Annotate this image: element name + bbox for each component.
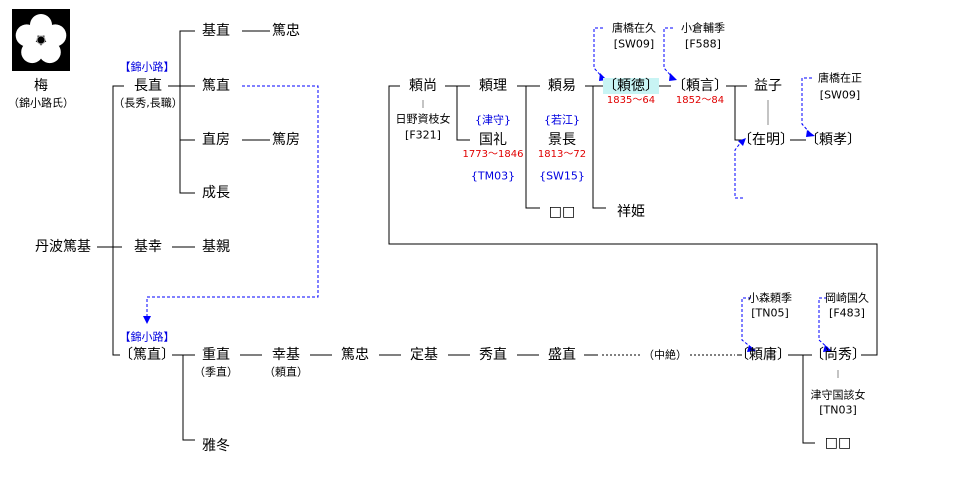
person: 頼尚 (409, 78, 437, 94)
code: {TM03} (470, 169, 516, 183)
code: [F483] (829, 306, 865, 320)
ume-crest-image (12, 9, 70, 71)
person: 篤忠 (341, 347, 369, 363)
person: 益子 (754, 78, 782, 94)
person: 成長 (202, 185, 230, 201)
person: 重直 (202, 347, 230, 363)
code: [F321] (405, 128, 441, 142)
person: 〔尚秀〕 (810, 347, 866, 363)
person: 〔篤直〕 (119, 347, 175, 363)
person: 基直 (202, 23, 230, 39)
code: [SW09] (819, 88, 861, 102)
years: 1852〜84 (675, 95, 725, 106)
person: 〔頼孝〕 (805, 132, 861, 148)
person: 篤忠 (272, 23, 300, 39)
house-label: 【錦小路】 (119, 60, 175, 74)
adoptive-father: 小倉輔季 (681, 21, 725, 35)
person-unknown: □□ (548, 204, 576, 220)
lineage-break-label: （中絶） (643, 348, 687, 362)
person: 景長 (548, 132, 576, 148)
code: [F588] (685, 37, 721, 51)
house-label: {若江} (544, 113, 580, 127)
adoptive-father: 岡崎国久 (825, 291, 869, 305)
plum-blossom-icon (15, 14, 67, 64)
person: 基親 (202, 239, 230, 255)
person: 基幸 (134, 239, 162, 255)
person-unknown: □□ (824, 435, 852, 451)
alias: （長秀,長職） (113, 96, 183, 110)
code: {SW15} (539, 169, 585, 183)
person: 〔頼言〕 (672, 78, 728, 94)
alias: （季直） (194, 365, 238, 379)
years: 1773〜1846 (462, 149, 524, 160)
adoptive-father: 唐橋在正 (818, 71, 862, 85)
code: [TN05] (751, 306, 789, 320)
person: 篤直 (202, 78, 230, 94)
person: 幸基 (272, 347, 300, 363)
person: 頼理 (479, 78, 507, 94)
person: 秀直 (479, 347, 507, 363)
person: 盛直 (548, 347, 576, 363)
code: [TN03] (819, 403, 857, 417)
person: 祥姫 (617, 204, 645, 220)
clan-name: （錦小路氏） (8, 96, 74, 110)
person: 直房 (202, 132, 230, 148)
house-label: {津守} (475, 113, 511, 127)
person: 雅冬 (202, 438, 230, 454)
person: 国礼 (479, 132, 507, 148)
person: 頼易 (548, 78, 576, 94)
person-root: 丹波篤基 (35, 239, 91, 255)
person: 長直 (134, 78, 162, 94)
years: 1835〜64 (606, 95, 656, 106)
person: 定基 (410, 347, 438, 363)
person-highlighted: 〔頼徳〕 (603, 78, 659, 94)
code: [SW09] (613, 37, 655, 51)
adoptive-father: 小森頼季 (748, 291, 792, 305)
spouse: 日野資枝女 (395, 112, 451, 126)
person: 〔頼庸〕 (735, 347, 791, 363)
alias: （頼直） (264, 365, 308, 379)
adoptive-father: 唐橋在久 (612, 21, 656, 35)
crest-name: 梅 (34, 78, 48, 94)
person: 篤房 (272, 132, 300, 148)
house-label: 【錦小路】 (119, 330, 175, 344)
spouse: 津守国該女 (810, 388, 866, 402)
person: 〔在明〕 (738, 132, 794, 148)
years: 1813〜72 (537, 149, 587, 160)
